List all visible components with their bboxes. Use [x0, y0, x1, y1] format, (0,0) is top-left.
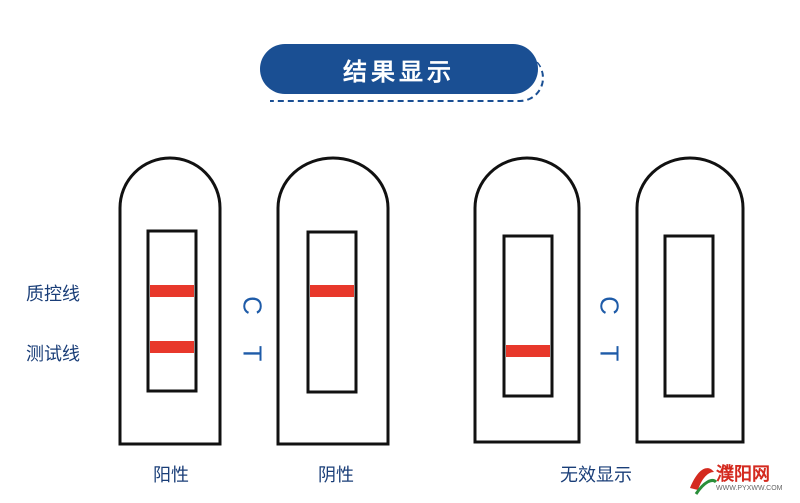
strip-body [473, 156, 581, 444]
test-line-label: 测试线 [26, 344, 80, 365]
t-mark: T [594, 345, 625, 362]
strip-body [118, 156, 222, 446]
title-dashed-outline [270, 54, 544, 102]
test-line-mark [506, 345, 550, 357]
strip-body [276, 156, 390, 446]
strip-invalid-test-only [473, 156, 581, 444]
site-logo-url: WWW.PYXWW.COM [716, 485, 783, 492]
caption-positive: 阳性 [153, 465, 189, 486]
caption-negative: 阴性 [318, 465, 354, 486]
strip-negative [276, 156, 390, 446]
control-line-mark [150, 285, 194, 297]
page-title: 结果显示 [260, 44, 538, 94]
strip-window [146, 229, 198, 393]
t-mark: T [237, 345, 268, 362]
strip-window [306, 230, 358, 394]
site-logo-text: 濮阳网 [716, 464, 770, 485]
strip-window [663, 234, 715, 398]
strip-positive [118, 156, 222, 446]
strip-body [635, 156, 745, 444]
control-line-label: 质控线 [26, 284, 80, 305]
test-line-mark [150, 341, 194, 353]
site-logo-icon [690, 468, 718, 495]
strip-window [502, 234, 554, 398]
c-mark: C [594, 296, 625, 315]
control-line-mark [310, 285, 354, 297]
caption-invalid: 无效显示 [560, 465, 632, 486]
c-mark: C [237, 296, 268, 315]
strip-invalid-none [635, 156, 745, 444]
